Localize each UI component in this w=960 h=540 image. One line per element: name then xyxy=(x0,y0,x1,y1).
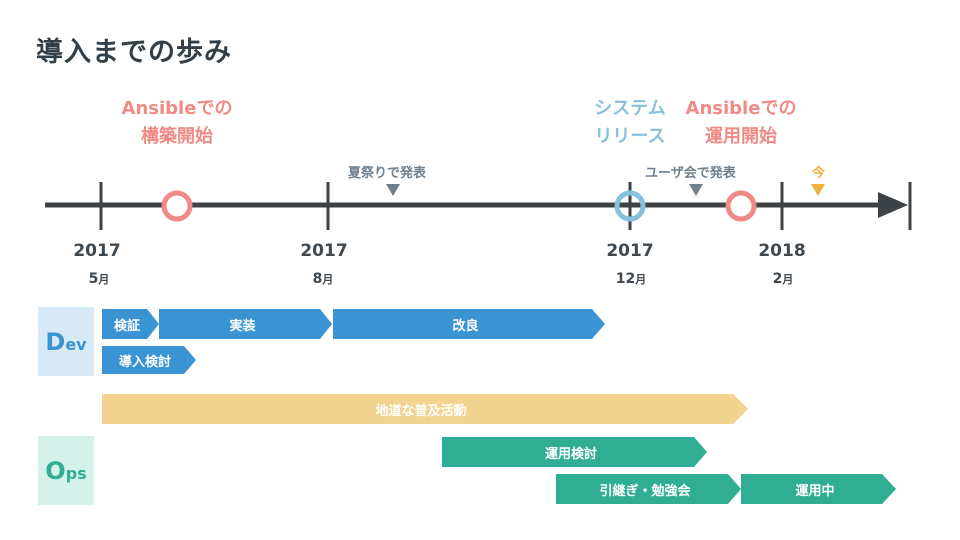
event-system-release: システム リリース xyxy=(575,95,685,151)
bar-ops-study: 運用検討 xyxy=(442,437,700,467)
bar-adoption-study: 導入検討 xyxy=(102,346,188,374)
marker-now xyxy=(811,184,825,196)
date-month-1: 5月 xyxy=(69,271,129,287)
date-month-3: 12月 xyxy=(601,271,661,287)
bar-implement: 実装 xyxy=(159,309,326,339)
date-month-2-unit: 月 xyxy=(322,273,334,286)
lane-ops-rest: ps xyxy=(65,464,87,483)
marker-user-meeting-label: ユーザ会で発表 xyxy=(645,166,736,181)
date-month-2: 8月 xyxy=(293,271,353,287)
bar-handover: 引継ぎ・勉強会 xyxy=(556,474,734,504)
bar-handover-shape xyxy=(556,474,741,504)
date-month-1-num: 5 xyxy=(88,271,99,287)
date-year-2: 2017 xyxy=(300,241,348,261)
bar-in-operation-label: 運用中 xyxy=(795,483,835,499)
lane-dev-initial: D xyxy=(45,327,66,356)
event-ansible-ops-line1: Ansibleでの xyxy=(685,98,797,119)
event-ansible-ops: Ansibleでの 運用開始 xyxy=(671,95,811,151)
bar-ops-study-label: 運用検討 xyxy=(544,446,597,462)
marker-summer-fest xyxy=(386,184,400,196)
bar-implement-shape xyxy=(159,309,332,339)
event-ansible-build-line1: Ansibleでの xyxy=(121,98,233,119)
event-system-release-line2: リリース xyxy=(594,126,666,147)
marker-summer-fest-label: 夏祭りで発表 xyxy=(348,166,427,181)
bar-in-operation-shape xyxy=(741,474,896,504)
date-month-3-unit: 月 xyxy=(635,273,647,286)
bar-improve-shape xyxy=(333,309,605,339)
milestone-system-release xyxy=(614,190,646,222)
bar-improve: 改良 xyxy=(333,309,598,339)
bar-handover-label: 引継ぎ・勉強会 xyxy=(599,483,691,499)
bar-outreach-label: 地道な普及活動 xyxy=(375,403,467,419)
lane-ops-initial: O xyxy=(45,456,66,485)
event-ansible-ops-line2: 運用開始 xyxy=(705,126,777,147)
marker-user-meeting xyxy=(689,184,703,196)
bar-outreach: 地道な普及活動 xyxy=(102,394,740,424)
bar-outreach-shape xyxy=(102,394,748,424)
bar-implement-label: 実装 xyxy=(229,318,256,334)
date-month-1-unit: 月 xyxy=(98,273,110,286)
date-month-2-num: 8 xyxy=(312,271,323,287)
lane-dev-rest: ev xyxy=(65,335,87,354)
bar-improve-label: 改良 xyxy=(452,318,479,334)
event-system-release-line1: システム xyxy=(594,98,666,119)
marker-now-label: 今 xyxy=(812,166,826,181)
event-ansible-build-line2: 構築開始 xyxy=(141,126,213,147)
date-month-4-num: 2 xyxy=(772,271,783,287)
date-month-4-unit: 月 xyxy=(782,273,794,286)
date-year-3: 2017 xyxy=(606,241,654,261)
date-month-3-num: 12 xyxy=(615,271,636,287)
bar-adoption-study-label: 導入検討 xyxy=(118,354,171,370)
event-ansible-build: Ansibleでの 構築開始 xyxy=(107,95,247,151)
date-month-4: 2月 xyxy=(753,271,813,287)
bar-verify-shape xyxy=(102,309,159,339)
bar-verify-label: 検証 xyxy=(113,318,140,334)
bar-ops-study-shape xyxy=(442,437,707,467)
date-year-4: 2018 xyxy=(758,241,806,261)
date-year-1: 2017 xyxy=(73,241,121,261)
bar-in-operation: 運用中 xyxy=(741,474,889,504)
milestone-ansible-ops xyxy=(725,190,757,222)
page-title: 導入までの歩み xyxy=(36,37,232,68)
bar-adoption-study-shape xyxy=(102,346,196,374)
timeline-arrowhead xyxy=(878,192,908,218)
bar-verify: 検証 xyxy=(102,309,152,339)
milestone-ansible-build xyxy=(161,190,193,222)
